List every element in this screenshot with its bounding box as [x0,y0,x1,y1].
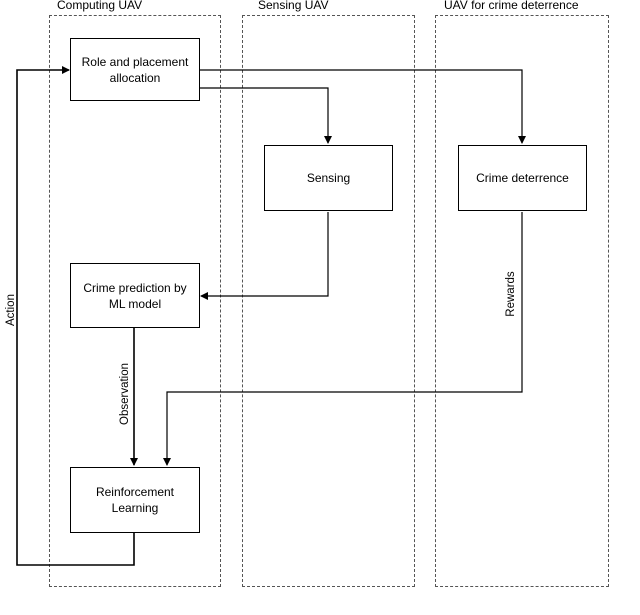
edge-label-observation: Observation [119,362,131,425]
node-crime-prediction: Crime prediction by ML model [70,263,200,328]
lane-crime-deterrence-uav [435,15,609,587]
node-crime-deterrence: Crime deterrence [458,145,587,211]
edge-rewards [163,212,523,466]
node-reinforcement-learning: Reinforcement Learning [70,467,200,533]
edge-sensing-to-prediction [200,212,329,300]
edge-label-rewards: Rewards [505,271,517,317]
edge-role-to-sensing [199,87,332,144]
lane-title-sensing-uav: Sensing UAV [258,0,329,12]
lane-title-computing-uav: Computing UAV [57,0,143,12]
lane-title-crime-deterrence-uav: UAV for crime deterrence [444,0,579,12]
edge-role-to-deterrence [199,69,526,144]
node-role-placement-allocation: Role and placement allocation [70,38,200,101]
node-sensing: Sensing [264,145,393,211]
edge-action [16,66,135,566]
edge-label-action: Action [5,294,17,326]
lane-sensing-uav [242,15,415,587]
lane-computing-uav [49,15,221,587]
